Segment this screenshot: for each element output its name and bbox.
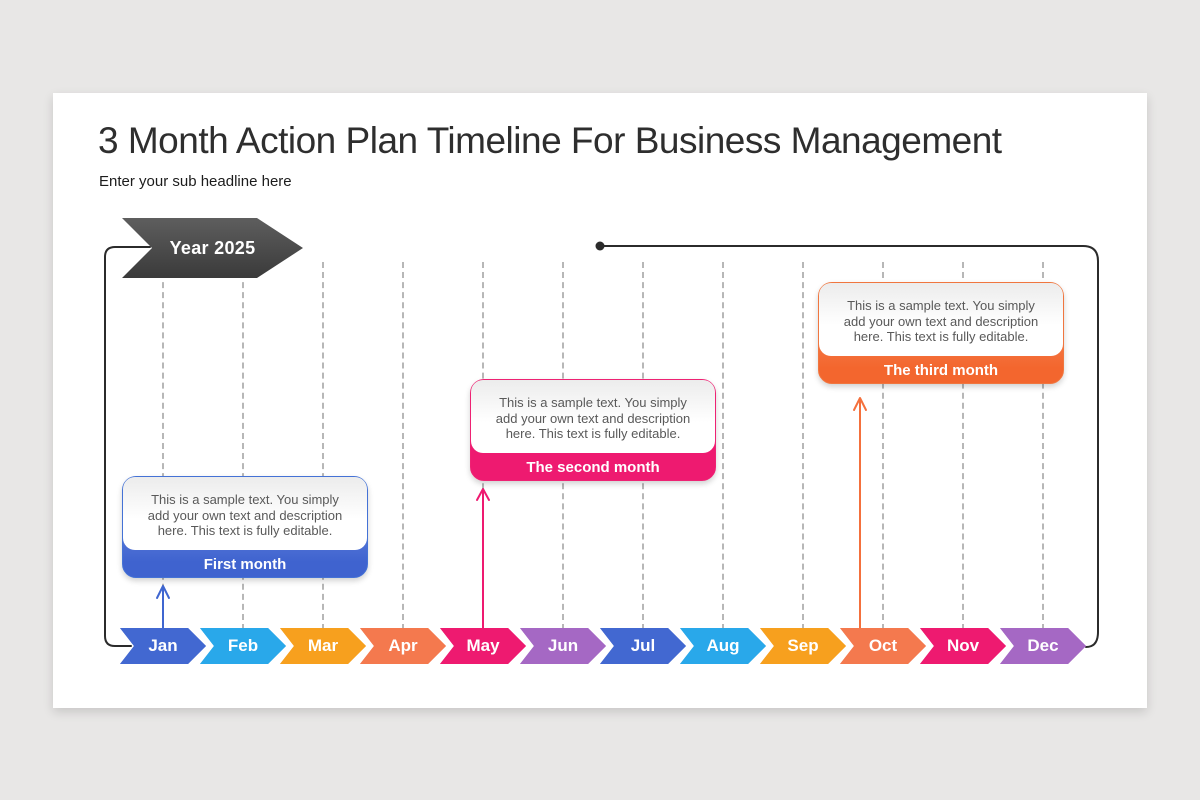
- month-label: Nov: [946, 636, 980, 655]
- month-gridline: [242, 262, 244, 630]
- month-chevron-jun[interactable]: Jun: [520, 628, 606, 664]
- month-gridline: [722, 262, 724, 630]
- card-the-third-month[interactable]: This is a sample text. You simply add yo…: [818, 282, 1064, 384]
- card-footer-label: First month: [203, 556, 287, 573]
- slide-subtitle: Enter your sub headline here: [99, 173, 292, 190]
- month-label: Oct: [868, 636, 898, 655]
- slide-title: 3 Month Action Plan Timeline For Busines…: [98, 120, 1002, 161]
- month-gridline: [802, 262, 804, 630]
- year-badge-label: Year 2025: [169, 237, 256, 258]
- card-the-second-month[interactable]: This is a sample text. You simply add yo…: [470, 379, 716, 481]
- month-gridline: [162, 262, 164, 630]
- month-label: Sep: [787, 636, 819, 655]
- month-gridline: [402, 262, 404, 630]
- card-first-month[interactable]: This is a sample text. You simply add yo…: [122, 476, 368, 578]
- month-chevron-apr[interactable]: Apr: [360, 628, 446, 664]
- month-label: Dec: [1027, 636, 1059, 655]
- month-label: Jun: [547, 636, 579, 655]
- month-label: Aug: [706, 636, 740, 655]
- card-sample-text: This is a sample text. You simply add yo…: [147, 492, 343, 539]
- card-sample-text: This is a sample text. You simply add yo…: [495, 395, 691, 442]
- month-label: May: [466, 636, 500, 655]
- card-body: This is a sample text. You simply add yo…: [123, 477, 367, 550]
- month-chevron-may[interactable]: May: [440, 628, 526, 664]
- month-label: Jan: [148, 636, 178, 655]
- month-label: Mar: [307, 636, 339, 655]
- card-body: This is a sample text. You simply add yo…: [471, 380, 715, 453]
- month-label: Jul: [630, 636, 656, 655]
- month-gridline: [322, 262, 324, 630]
- card-footer-label: The third month: [883, 362, 999, 379]
- card-body: This is a sample text. You simply add yo…: [819, 283, 1063, 356]
- month-chevron-mar[interactable]: Mar: [280, 628, 366, 664]
- month-label: Apr: [388, 636, 418, 655]
- card-footer-label: The second month: [526, 459, 660, 476]
- month-chevron-feb[interactable]: Feb: [200, 628, 286, 664]
- card-sample-text: This is a sample text. You simply add yo…: [843, 298, 1039, 345]
- month-label: Feb: [227, 636, 259, 655]
